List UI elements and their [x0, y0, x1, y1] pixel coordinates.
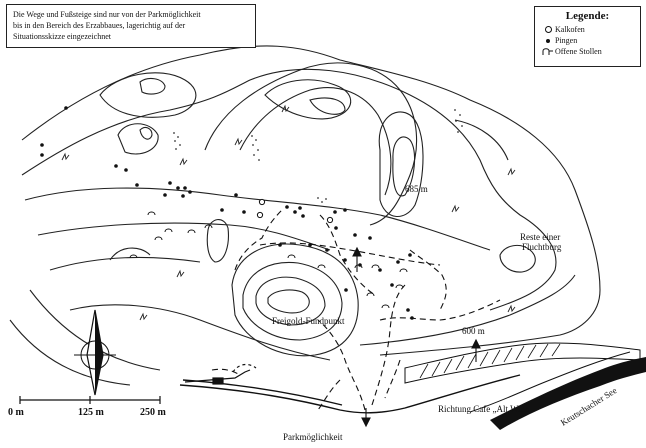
label-reste: Reste einer	[520, 232, 560, 242]
label-parking: Parkmöglichkeit	[283, 432, 343, 442]
trails	[211, 209, 501, 411]
contour-right-2	[454, 119, 509, 161]
ridge-central-2	[239, 87, 392, 196]
scale-ticks: 0 m 125 m 250 m	[8, 407, 167, 418]
tree-3	[281, 104, 290, 113]
contour-6	[69, 304, 331, 361]
contour-5	[49, 256, 201, 271]
trail-5	[234, 209, 283, 271]
open-circle-icon	[541, 26, 555, 33]
trail-8	[317, 379, 341, 411]
tree-5	[451, 204, 460, 213]
label-freigold: Freigold-Fundpunkt	[272, 316, 345, 326]
tree-9	[507, 304, 516, 313]
ridge-central-1	[204, 62, 418, 226]
filled-dot-icon	[541, 38, 555, 43]
trail-3	[379, 299, 501, 321]
knob-left-4	[206, 219, 229, 263]
tree-1	[61, 152, 70, 161]
contour-label-600: 600 m	[462, 326, 485, 336]
knob-left-2	[117, 123, 159, 155]
hill-freigold-1	[231, 243, 359, 357]
legend-label-kalkofen: Kalkofen	[555, 25, 585, 34]
legend-box: Legende: Kalkofen Pingen Offene Stollen	[534, 6, 641, 67]
road	[179, 374, 521, 414]
adit-symbol-icon	[541, 47, 555, 56]
contour-left-lower	[109, 247, 151, 261]
legend-row-kalkofen: Kalkofen	[541, 24, 634, 35]
contour-3	[24, 187, 491, 251]
scale-bar	[19, 396, 161, 404]
contour-2	[21, 68, 557, 311]
tree-6	[507, 167, 516, 176]
knob-small-1	[139, 77, 166, 95]
knob-upper-left	[99, 72, 197, 118]
map-labels: 685 m 600 m Reste einer Fluchtburg Freig…	[272, 184, 619, 442]
legend-title: Legende:	[565, 10, 610, 22]
vegetation-symbols	[61, 104, 516, 321]
legend-label-pingen: Pingen	[555, 36, 578, 45]
lake-shore	[469, 351, 646, 430]
contour-right-1	[499, 244, 536, 273]
dome-right-1	[378, 111, 424, 217]
contour-outer	[21, 45, 601, 356]
contour-8	[9, 319, 131, 386]
note-box: Die Wege und Fußsteige sind nur von der …	[6, 4, 256, 48]
tree-8	[139, 312, 148, 321]
trail-10	[211, 368, 241, 376]
label-fluchtburg: Fluchtburg	[522, 242, 562, 252]
hill-freigold-3	[255, 276, 326, 326]
legend-row-stollen: Offene Stollen	[541, 46, 634, 57]
ridge-central-4	[309, 97, 346, 115]
legend-label-stollen: Offene Stollen	[555, 47, 602, 56]
rock-stipple	[173, 109, 463, 203]
contour-lines	[9, 45, 601, 386]
scale-label-250: 250 m	[140, 407, 167, 418]
wall-lower-left	[184, 363, 257, 385]
north-arrow	[74, 309, 116, 396]
legend-row-pingen: Pingen	[541, 35, 634, 46]
hill-freigold-2	[242, 261, 343, 341]
tree-4	[234, 137, 243, 146]
scale-label-125: 125 m	[78, 407, 105, 418]
trail-6	[319, 214, 376, 296]
trail-main	[317, 319, 366, 411]
scale-label-0: 0 m	[8, 407, 25, 418]
ridge-central-3	[264, 79, 352, 120]
knob-left-3	[139, 126, 153, 140]
contour-600	[359, 274, 576, 346]
note-line-1: Die Wege und Fußsteige sind nur von der …	[13, 10, 201, 19]
dome-right-2	[392, 136, 416, 197]
trail-4	[259, 242, 441, 266]
trail-7	[409, 249, 447, 311]
arrows	[352, 246, 481, 428]
note-line-3: Situationsskizze eingezeichnet	[13, 32, 111, 41]
pingen-dots	[40, 106, 414, 320]
label-cafe: Richtung Cafe „Alt Wien	[438, 404, 530, 414]
contour-7	[29, 289, 161, 371]
trail-9	[384, 359, 401, 399]
tree-7	[176, 269, 185, 278]
contour-label-685: 685 m	[405, 184, 428, 194]
note-line-2: bis in den Bereich des Erzabbaues, lager…	[13, 21, 186, 30]
kalkofen-circles	[256, 198, 334, 224]
contour-4	[37, 222, 331, 251]
trail-2	[371, 284, 406, 406]
hill-freigold-4	[267, 289, 310, 314]
tree-2	[179, 157, 188, 166]
